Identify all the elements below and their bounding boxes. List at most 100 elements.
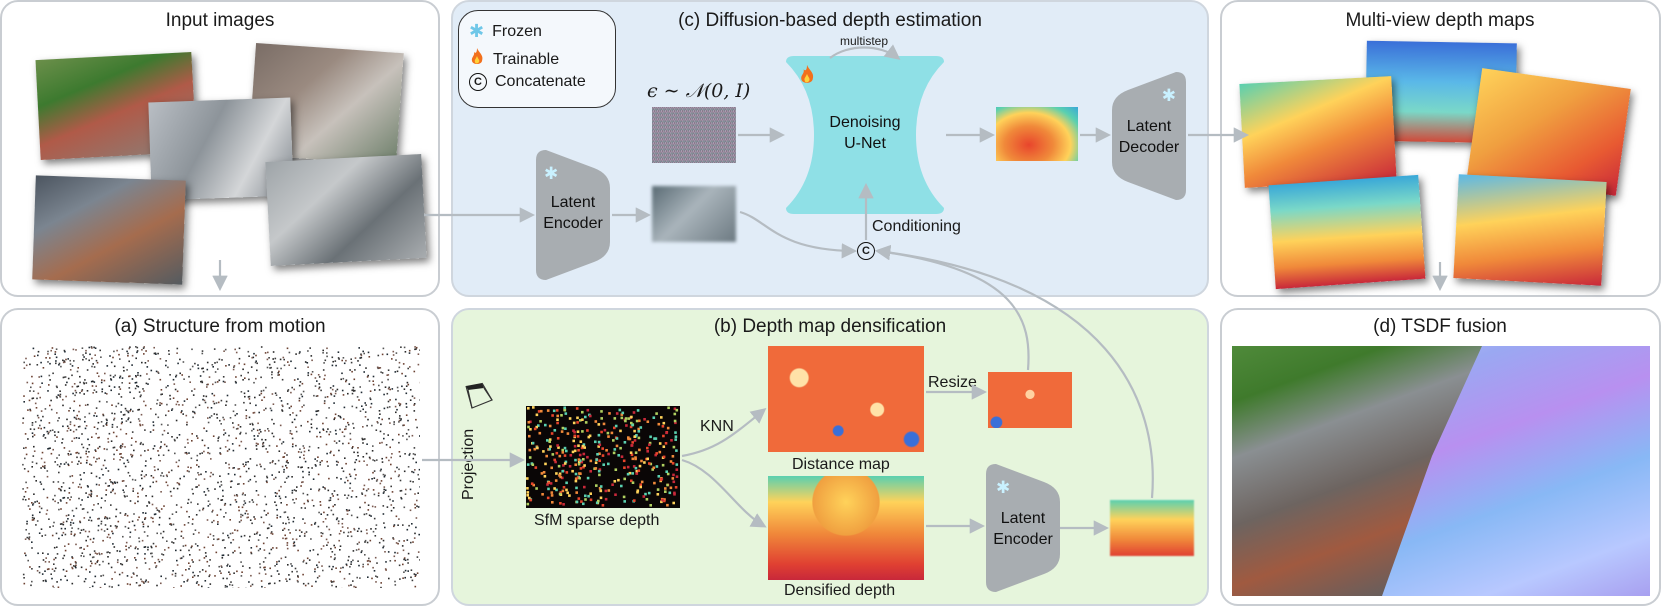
point-cloud-dot	[401, 372, 403, 375]
point-cloud-dot	[364, 402, 366, 404]
point-cloud-dot	[318, 383, 321, 385]
point-cloud-dot	[66, 430, 69, 432]
point-cloud-dot	[85, 568, 87, 571]
point-cloud-dot	[78, 497, 80, 500]
sparse-depth-point	[576, 416, 579, 420]
point-cloud-dot	[120, 396, 123, 398]
sparse-depth-point	[576, 435, 580, 438]
point-cloud-dot	[145, 350, 147, 352]
point-cloud-dot	[143, 582, 145, 584]
point-cloud-dot	[400, 346, 402, 348]
point-cloud-dot	[392, 507, 395, 509]
sparse-depth-point	[620, 455, 624, 458]
sparse-depth-point	[576, 430, 580, 433]
point-cloud-dot	[137, 519, 139, 521]
sparse-depth-point	[587, 435, 591, 439]
point-cloud-dot	[235, 437, 237, 440]
point-cloud-dot	[217, 481, 219, 484]
point-cloud-dot	[151, 495, 154, 498]
point-cloud-dot	[22, 498, 24, 501]
point-cloud-dot	[274, 565, 276, 567]
sparse-depth-point	[571, 450, 575, 454]
point-cloud-dot	[385, 569, 387, 571]
point-cloud-dot	[93, 550, 96, 552]
point-cloud-dot	[41, 451, 44, 454]
point-cloud-dot	[60, 500, 62, 502]
point-cloud-dot	[62, 568, 65, 571]
point-cloud-dot	[405, 488, 407, 491]
point-cloud-dot	[131, 454, 134, 457]
point-cloud-dot	[109, 374, 112, 377]
point-cloud-dot	[328, 477, 330, 480]
point-cloud-dot	[330, 556, 332, 558]
point-cloud-dot	[184, 446, 186, 448]
point-cloud-dot	[160, 389, 163, 391]
point-cloud-dot	[75, 428, 78, 431]
point-cloud-dot	[95, 460, 97, 463]
point-cloud-dot	[365, 513, 368, 515]
point-cloud-dot	[147, 383, 149, 385]
sparse-depth-point	[630, 479, 633, 483]
sparse-depth-point	[657, 422, 661, 426]
point-cloud-dot	[142, 512, 144, 514]
point-cloud-dot	[371, 424, 373, 427]
point-cloud-dot	[22, 488, 24, 490]
sparse-depth-point	[533, 427, 537, 431]
sparse-depth-point	[553, 487, 556, 490]
point-cloud-dot	[276, 514, 279, 517]
point-cloud-dot	[284, 534, 286, 537]
flame-icon	[798, 62, 816, 93]
sparse-depth-point	[648, 462, 651, 465]
point-cloud-dot	[25, 357, 27, 360]
point-cloud-dot	[339, 415, 341, 418]
point-cloud-dot	[260, 465, 262, 468]
point-cloud-dot	[105, 494, 107, 496]
point-cloud-dot	[218, 565, 220, 568]
sparse-depth-point	[548, 438, 552, 441]
sparse-depth-point	[620, 416, 624, 420]
point-cloud-dot	[101, 390, 103, 393]
point-cloud-dot	[147, 546, 149, 549]
point-cloud-dot	[386, 353, 389, 356]
sparse-depth-point	[617, 478, 620, 482]
point-cloud-dot	[98, 375, 100, 378]
point-cloud-dot	[120, 411, 122, 413]
point-cloud-dot	[292, 498, 294, 501]
point-cloud-dot	[108, 385, 111, 387]
point-cloud-dot	[268, 444, 271, 447]
point-cloud-dot	[372, 489, 375, 491]
point-cloud-dot	[414, 348, 416, 351]
point-cloud-dot	[247, 480, 250, 483]
point-cloud-dot	[199, 571, 201, 573]
point-cloud-dot	[210, 471, 212, 474]
point-cloud-dot	[97, 437, 99, 439]
point-cloud-dot	[82, 381, 85, 384]
point-cloud-dot	[92, 541, 94, 543]
sparse-depth-point	[572, 429, 575, 432]
distance-map-image	[768, 346, 924, 452]
point-cloud-dot	[120, 453, 122, 455]
point-cloud-dot	[36, 397, 38, 400]
point-cloud-dot	[212, 544, 214, 546]
point-cloud-dot	[158, 454, 160, 457]
point-cloud-dot	[347, 479, 349, 482]
sparse-depth-point	[528, 448, 532, 452]
point-cloud-dot	[183, 378, 185, 380]
point-cloud-dot	[325, 443, 328, 446]
point-cloud-dot	[277, 374, 279, 376]
point-cloud-dot	[47, 361, 49, 363]
point-cloud-dot	[248, 581, 250, 583]
point-cloud-dot	[268, 430, 270, 432]
point-cloud-dot	[395, 515, 398, 518]
point-cloud-dot	[204, 552, 207, 554]
point-cloud-dot	[58, 537, 60, 540]
point-cloud-dot	[86, 369, 89, 371]
point-cloud-dot	[219, 475, 221, 477]
point-cloud-dot	[57, 481, 60, 483]
point-cloud-dot	[192, 518, 194, 521]
point-cloud-dot	[353, 468, 356, 471]
point-cloud-dot	[412, 457, 415, 460]
point-cloud-dot	[234, 499, 237, 501]
point-cloud-dot	[352, 422, 354, 425]
point-cloud-dot	[280, 502, 282, 504]
